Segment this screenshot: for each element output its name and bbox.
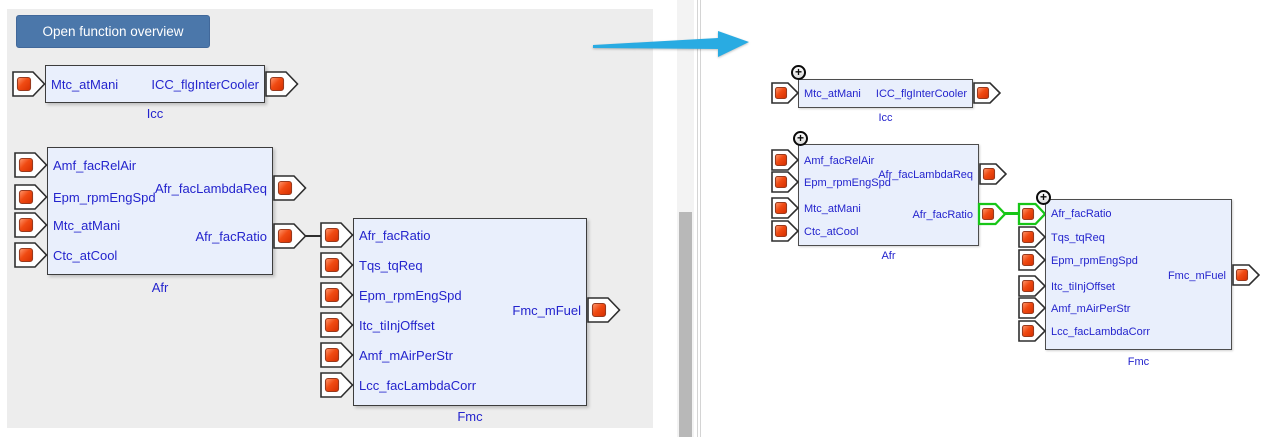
input-port[interactable] [14, 184, 48, 210]
input-port-label[interactable]: Afr_facRatio [1051, 208, 1112, 220]
block-name-icc: Icc [146, 106, 164, 121]
output-port-label[interactable]: Afr_facRatio [195, 229, 267, 244]
output-port[interactable] [587, 297, 621, 323]
input-port-label[interactable]: Amf_mAirPerStr [359, 348, 453, 363]
output-port[interactable] [973, 82, 1002, 104]
input-port-label[interactable]: Epm_rpmEngSpd [359, 288, 462, 303]
input-port[interactable] [320, 282, 354, 308]
input-port-label[interactable]: Itc_tiInjOffset [1051, 281, 1115, 293]
block-name-afr: Afr [151, 280, 169, 295]
output-port[interactable] [1232, 264, 1261, 286]
expand-plus-icon[interactable]: + [791, 65, 806, 80]
input-port-label[interactable]: Ctc_atCool [804, 226, 859, 238]
output-port[interactable] [265, 71, 299, 97]
input-port[interactable] [1018, 297, 1047, 319]
output-port-label[interactable]: Afr_facRatio [912, 209, 973, 221]
block-afr[interactable]: Amf_facRelAir Epm_rpmEngSpd Mtc_atMani C… [798, 144, 979, 246]
expand-plus-icon[interactable]: + [793, 131, 808, 146]
input-port-label[interactable]: Amf_facRelAir [804, 155, 875, 167]
vertical-scrollbar-thumb[interactable] [679, 212, 692, 437]
open-function-overview-button[interactable]: Open function overview [16, 15, 210, 48]
input-port[interactable] [14, 242, 48, 268]
block-icc[interactable]: Mtc_atMani ICC_flgInterCooler [45, 65, 265, 103]
input-port-label[interactable]: Itc_tiInjOffset [359, 318, 435, 333]
input-port-label[interactable]: Mtc_atMani [51, 77, 119, 92]
input-port-label[interactable]: Epm_rpmEngSpd [53, 190, 156, 205]
output-port[interactable] [273, 175, 307, 201]
input-port[interactable] [1018, 320, 1047, 342]
block-fmc[interactable]: Afr_facRatio Tqs_tqReq Epm_rpmEngSpd Itc… [1045, 199, 1232, 350]
block-name-fmc: Fmc [1127, 356, 1150, 368]
output-port-label[interactable]: Afr_facLambdaReq [154, 181, 267, 196]
input-port[interactable] [771, 149, 800, 171]
input-port[interactable] [12, 71, 46, 97]
input-port[interactable] [771, 82, 800, 104]
block-name-afr: Afr [881, 250, 896, 262]
input-port-label[interactable]: Epm_rpmEngSpd [804, 177, 891, 189]
input-port[interactable] [14, 152, 48, 178]
input-port-label[interactable]: Mtc_atMani [53, 218, 121, 233]
pane-divider [700, 0, 701, 437]
input-port-label[interactable]: Mtc_atMani [804, 88, 861, 100]
transition-arrow-icon [593, 31, 749, 57]
output-port[interactable] [979, 163, 1008, 185]
input-port-label[interactable]: Lcc_facLambdaCorr [359, 378, 477, 393]
pane-divider [697, 0, 698, 437]
input-port-label[interactable]: Afr_facRatio [359, 228, 431, 243]
input-port-label[interactable]: Tqs_tqReq [359, 258, 423, 273]
input-port[interactable] [320, 372, 354, 398]
input-port[interactable] [320, 342, 354, 368]
highlighted-signal-connection[interactable] [1003, 212, 1021, 215]
input-port[interactable] [1018, 226, 1047, 248]
input-port[interactable] [1018, 275, 1047, 297]
input-port[interactable] [1018, 249, 1047, 271]
block-name-icc: Icc [878, 112, 893, 124]
signal-connection [304, 235, 322, 237]
input-port-label[interactable]: Epm_rpmEngSpd [1051, 255, 1138, 267]
input-port[interactable] [320, 222, 354, 248]
input-port[interactable] [320, 312, 354, 338]
input-port[interactable] [771, 220, 800, 242]
input-port-label[interactable]: Lcc_facLambdaCorr [1051, 326, 1151, 338]
input-port[interactable] [771, 197, 800, 219]
block-name-fmc: Fmc [457, 409, 483, 424]
input-port[interactable] [320, 252, 354, 278]
input-port-label[interactable]: Ctc_atCool [53, 248, 118, 263]
input-port-highlighted[interactable] [1017, 202, 1047, 226]
input-port-label[interactable]: Amf_facRelAir [53, 158, 137, 173]
output-port-label[interactable]: Fmc_mFuel [1167, 270, 1226, 282]
block-afr[interactable]: Amf_facRelAir Epm_rpmEngSpd Mtc_atMani C… [47, 147, 273, 275]
output-port-label[interactable]: Fmc_mFuel [512, 303, 581, 318]
input-port-label[interactable]: Amf_mAirPerStr [1051, 303, 1131, 315]
output-port-label[interactable]: ICC_flgInterCooler [875, 88, 967, 100]
expand-plus-icon[interactable]: + [1036, 190, 1051, 205]
input-port[interactable] [771, 171, 800, 193]
block-fmc[interactable]: Afr_facRatio Tqs_tqReq Epm_rpmEngSpd Itc… [353, 218, 587, 406]
input-port[interactable] [14, 212, 48, 238]
input-port-label[interactable]: Mtc_atMani [804, 203, 861, 215]
input-port-label[interactable]: Tqs_tqReq [1051, 232, 1105, 244]
output-port-label[interactable]: Afr_facLambdaReq [878, 169, 973, 181]
output-port[interactable] [273, 223, 307, 249]
output-port-highlighted[interactable] [977, 202, 1007, 226]
output-port-label[interactable]: ICC_flgInterCooler [151, 77, 259, 92]
block-icc[interactable]: Mtc_atMani ICC_flgInterCooler [798, 79, 973, 108]
